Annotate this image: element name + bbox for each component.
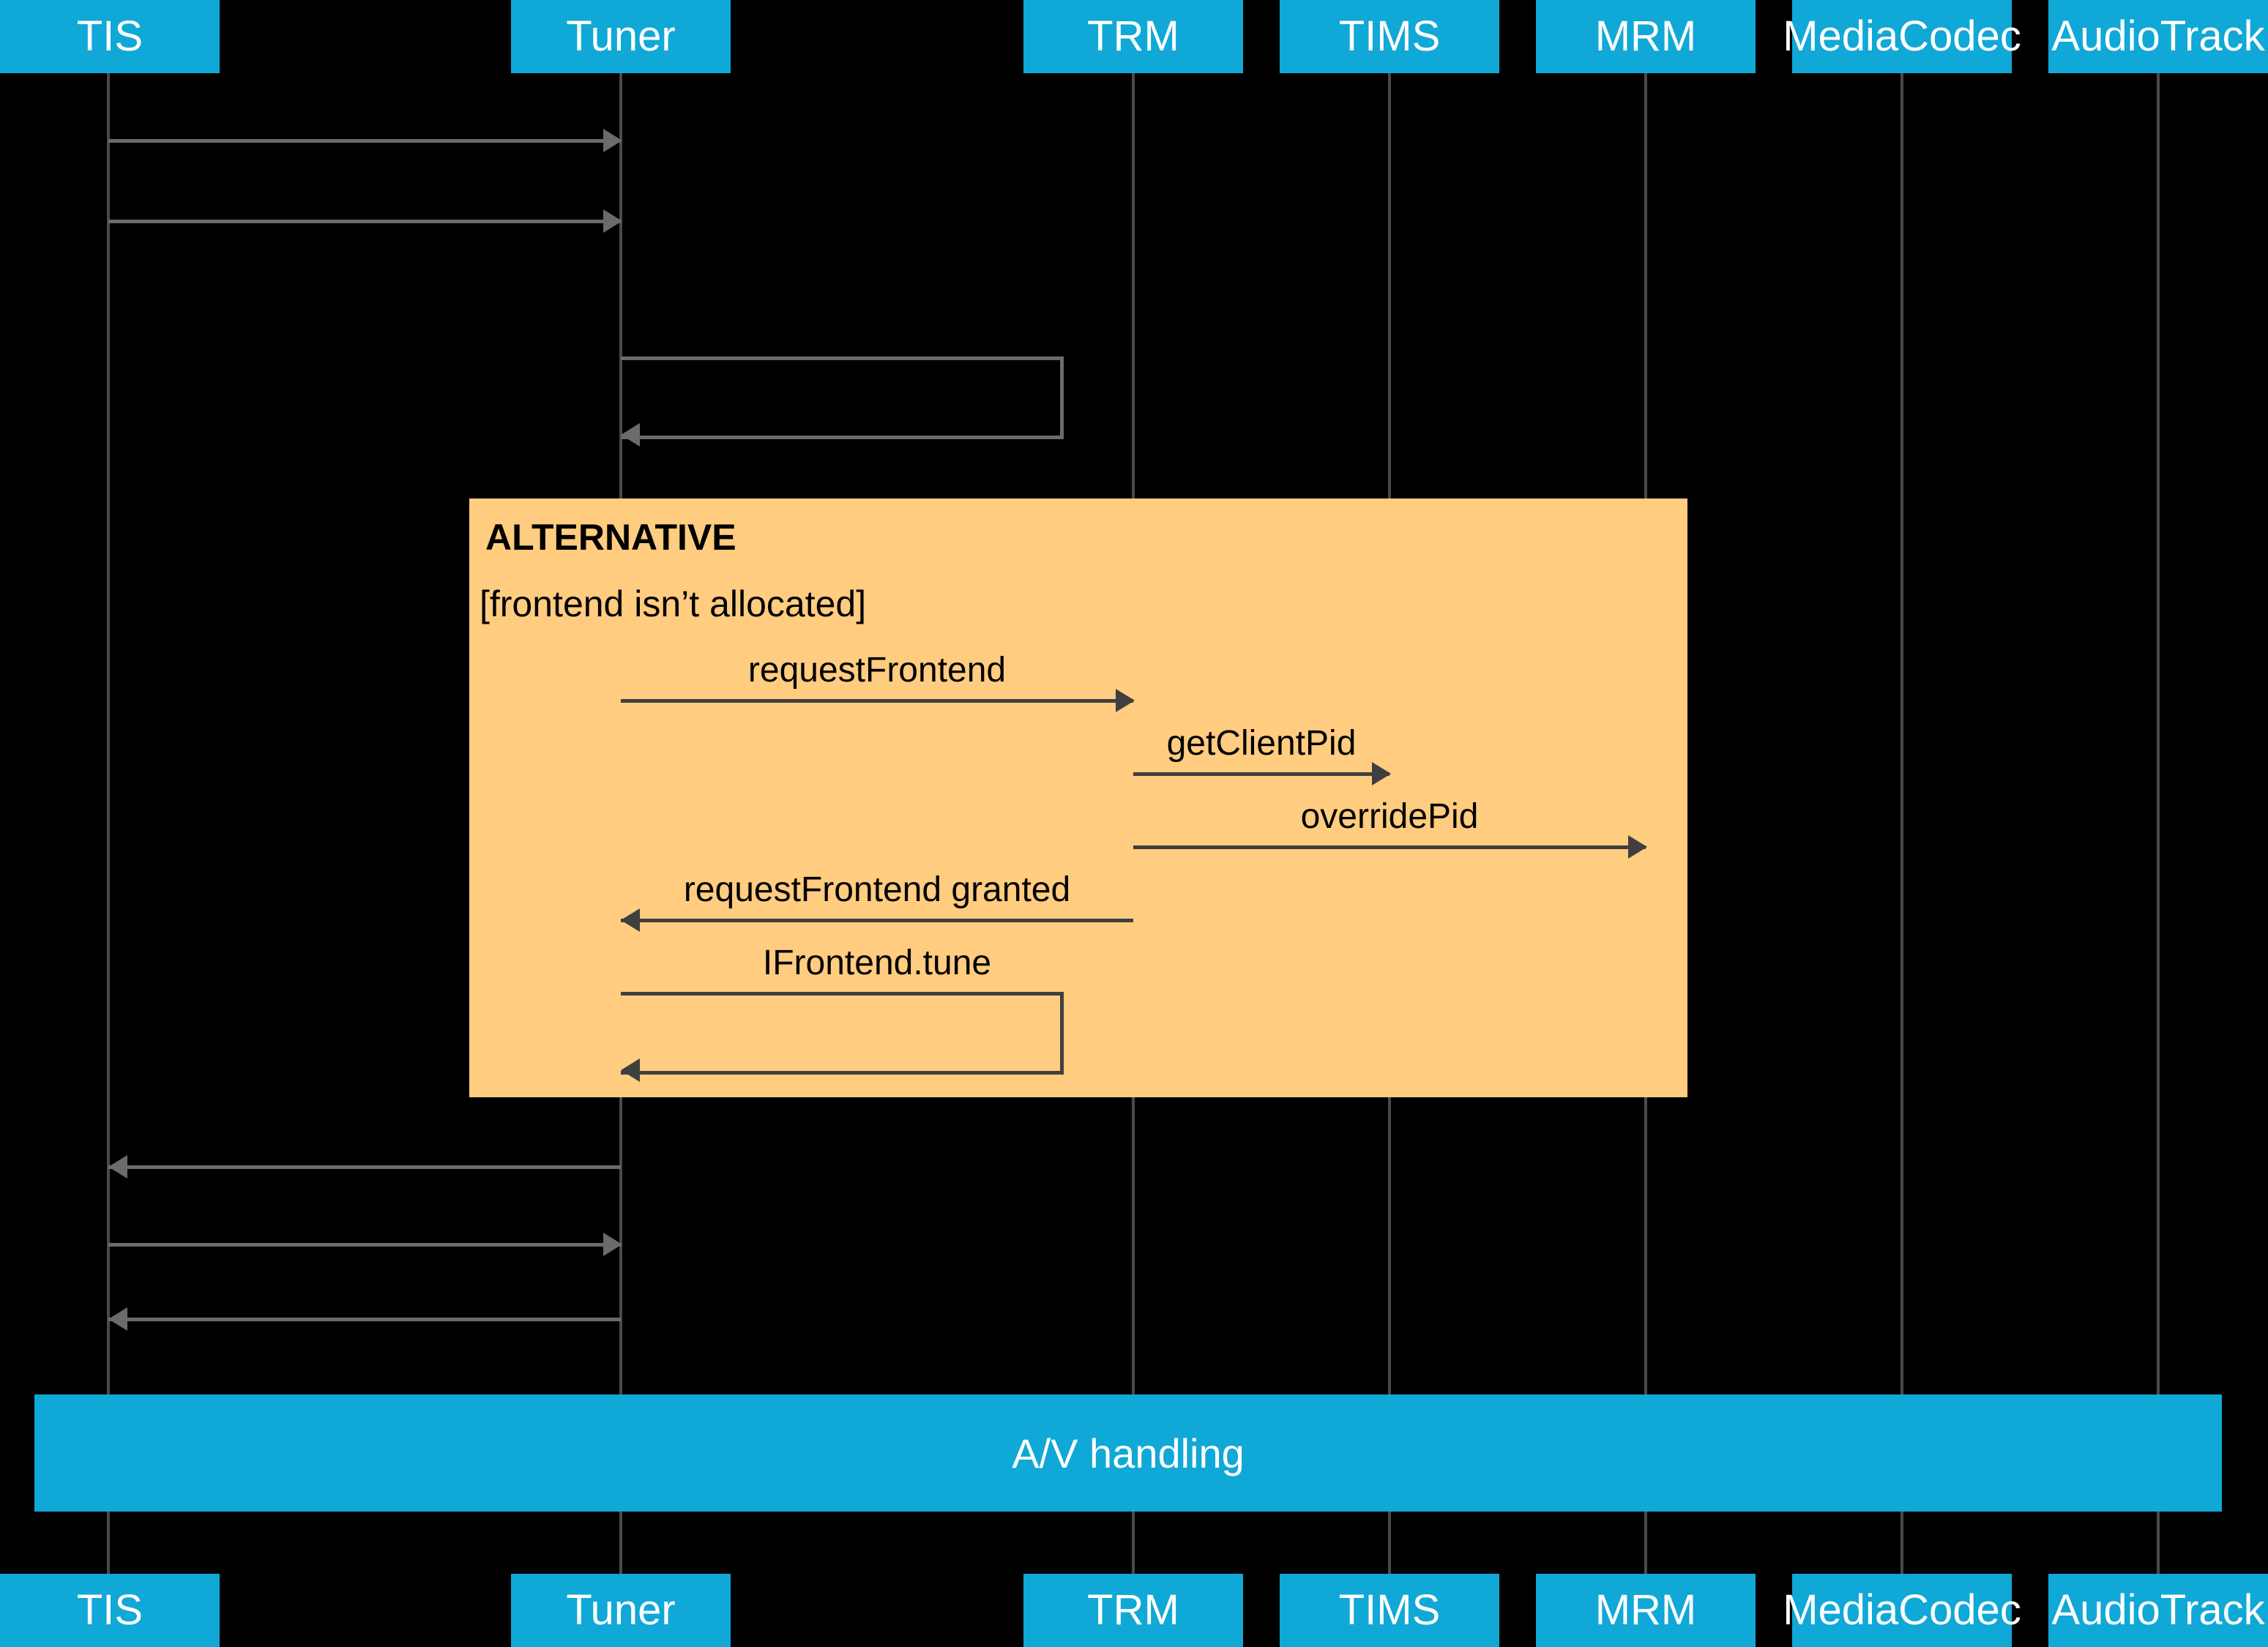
message-line-m4 <box>621 699 1133 703</box>
participant-header-mediacodec[interactable]: MediaCodec <box>1783 0 2021 73</box>
fragment-condition: [frontend isn’t allocated] <box>480 583 867 624</box>
arrow-head-m3 <box>621 423 640 447</box>
lifeline-tis <box>107 73 110 1574</box>
av-handling-bar[interactable]: A/V handling <box>34 1394 2222 1512</box>
fragment-title: ALTERNATIVE <box>485 517 736 558</box>
participant-label: MRM <box>1594 12 1697 60</box>
participant-label: TIMS <box>1338 1586 1441 1634</box>
participant-label: TIS <box>76 1586 143 1634</box>
participant-footer-trm[interactable]: TRM <box>1023 1574 1243 1647</box>
arrow-head-m11 <box>108 1307 127 1331</box>
participant-label: TRM <box>1087 12 1179 60</box>
participant-footer-mediacodec[interactable]: MediaCodec <box>1783 1574 2021 1647</box>
lifeline-audiotrack <box>2157 73 2160 1574</box>
arrow-head-m4 <box>1116 689 1135 712</box>
participant-header-trm[interactable]: TRM <box>1023 0 1243 73</box>
message-line-m5 <box>1133 772 1389 776</box>
lifeline-tuner-a <box>619 73 622 498</box>
self-call-box-m8 <box>621 992 1064 1075</box>
message-label-m5: getClientPid <box>1166 724 1357 763</box>
alternative-fragment <box>469 498 1687 1097</box>
participant-footer-tims[interactable]: TIMS <box>1280 1574 1499 1647</box>
participant-header-tuner[interactable]: Tuner <box>511 0 731 73</box>
participant-footer-mrm[interactable]: MRM <box>1536 1574 1756 1647</box>
participant-label: MRM <box>1594 1586 1697 1634</box>
message-label-m8: IFrontend.tune <box>762 944 992 982</box>
message-label-m6: overridePid <box>1300 797 1479 836</box>
participant-label: TIS <box>76 12 143 60</box>
av-handling-label: A/V handling <box>1012 1430 1245 1476</box>
arrow-head-m1 <box>603 129 622 152</box>
participant-label: Tuner <box>566 1586 676 1634</box>
arrow-head-m10 <box>603 1233 622 1256</box>
self-call-box-m3 <box>621 356 1064 439</box>
arrow-head-m2 <box>603 209 622 233</box>
participant-label: TRM <box>1087 1586 1179 1634</box>
message-line-m2 <box>108 220 621 223</box>
participant-footer-audiotrack[interactable]: AudioTrack <box>2048 1574 2268 1647</box>
arrow-head-m5 <box>1372 762 1391 785</box>
message-label-m7: requestFrontend granted <box>683 870 1071 909</box>
arrow-head-m9 <box>108 1155 127 1179</box>
message-line-m1 <box>108 139 621 143</box>
participant-label: Tuner <box>566 12 676 60</box>
participant-header-tis[interactable]: TIS <box>0 0 220 73</box>
arrow-head-m8 <box>621 1058 640 1082</box>
participant-label: MediaCodec <box>1783 1586 2021 1634</box>
message-line-m7 <box>621 919 1133 922</box>
message-line-m10 <box>108 1243 621 1247</box>
participant-label: AudioTrack <box>2051 1586 2265 1634</box>
arrow-head-m6 <box>1628 835 1647 859</box>
message-line-m11 <box>108 1318 621 1321</box>
participant-header-audiotrack[interactable]: AudioTrack <box>2048 0 2268 73</box>
participant-footer-tis[interactable]: TIS <box>0 1574 220 1647</box>
arrow-head-m7 <box>621 908 640 932</box>
message-label-m4: requestFrontend <box>747 651 1007 690</box>
lifeline-mediacodec <box>1900 73 1903 1574</box>
participant-footer-tuner[interactable]: Tuner <box>511 1574 731 1647</box>
participant-header-mrm[interactable]: MRM <box>1536 0 1756 73</box>
lifeline-tuner-b <box>619 674 622 1574</box>
participant-label: TIMS <box>1338 12 1441 60</box>
participant-label: AudioTrack <box>2051 12 2265 60</box>
participant-label: MediaCodec <box>1783 12 2021 60</box>
participant-header-tims[interactable]: TIMS <box>1280 0 1499 73</box>
message-line-m9 <box>108 1165 621 1169</box>
message-line-m6 <box>1133 845 1646 849</box>
